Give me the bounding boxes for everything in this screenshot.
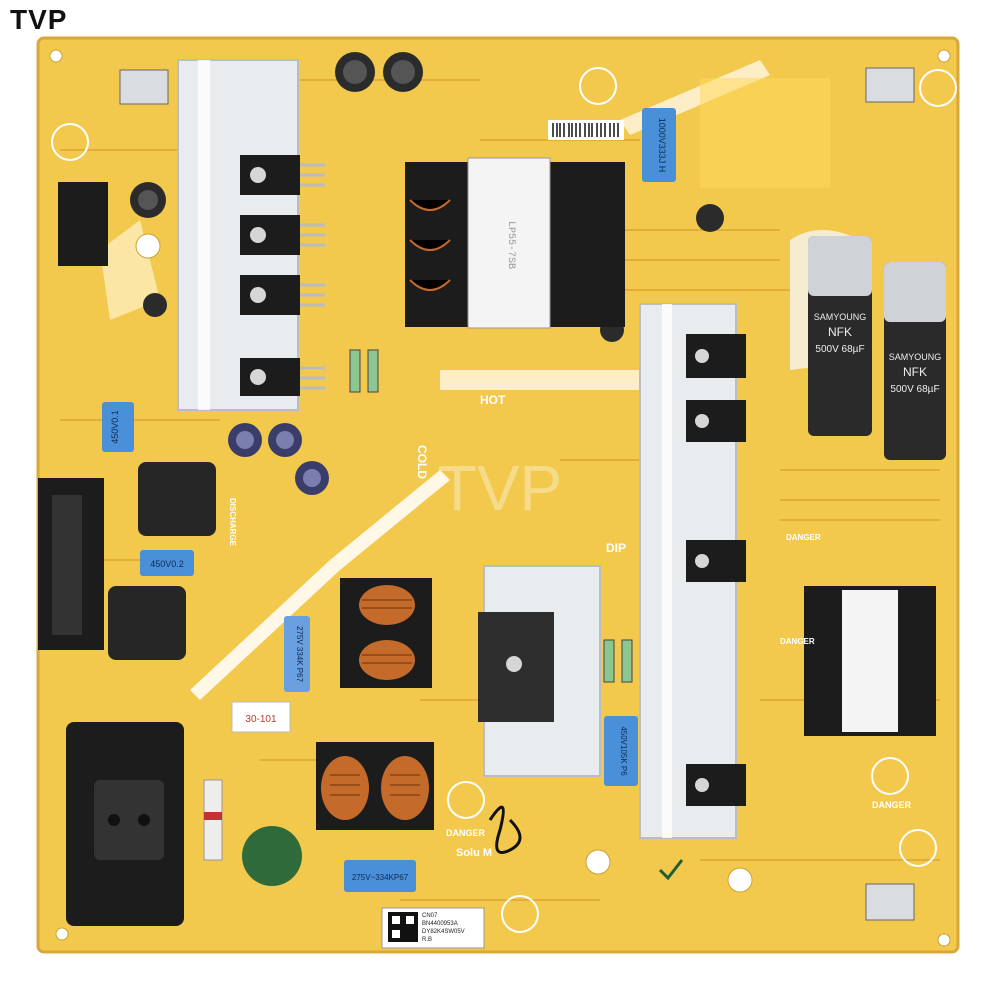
svg-text:275V 334K P67: 275V 334K P67: [295, 626, 304, 683]
left-connector-top: [58, 182, 108, 266]
handwritten-mark: [488, 805, 522, 854]
film-cap-top: [642, 108, 676, 182]
dip-label: DIP: [606, 541, 626, 555]
svg-text:500V 68µF: 500V 68µF: [815, 344, 864, 355]
svg-text:450V0.1: 450V0.1: [110, 410, 120, 444]
common-mode-choke-2: [316, 742, 434, 830]
svg-text:R.B: R.B: [422, 937, 432, 943]
resistors: [349, 349, 633, 683]
svg-text:275V~334KP67: 275V~334KP67: [352, 873, 409, 882]
solum-logo-text: Solu M: [456, 847, 492, 859]
power-inductors: [108, 462, 216, 660]
bulk-capacitor-1: SAMYOUNG NFK 500V 68µF: [790, 230, 872, 436]
svg-text:1000V333J H: 1000V333J H: [657, 118, 667, 173]
corner-watermark: TVP: [10, 4, 68, 35]
svg-text:CN07: CN07: [422, 913, 438, 919]
main-transformer: LP55-7SB: [405, 157, 625, 329]
center-watermark: TVP: [438, 452, 562, 524]
isolation-slot: [190, 560, 340, 700]
bulk-capacitor-2: SAMYOUNG NFK 500V 68µF: [884, 262, 946, 460]
svg-text:450V105K P6: 450V105K P6: [619, 726, 628, 776]
svg-text:30-101: 30-101: [245, 714, 277, 725]
pfc-transformer: [804, 586, 936, 736]
svg-text:DY82K4SW05V: DY82K4SW05V: [422, 929, 465, 935]
danger-label-4: DANGER: [780, 637, 815, 646]
svg-text:LP55-7SB: LP55-7SB: [505, 221, 516, 269]
handwritten-sticker: [231, 701, 291, 733]
svg-text:NFK: NFK: [903, 365, 927, 379]
discharge-label: DISCHARGE: [228, 498, 237, 547]
hand-warning-icon: [51, 67, 957, 933]
transistor-group-left: [240, 155, 325, 396]
svg-text:500V 68µF: 500V 68µF: [890, 384, 939, 395]
cold-label: COLD: [415, 445, 429, 479]
film-cap-mid: [284, 616, 310, 692]
ac-inlet: [66, 722, 184, 926]
corner-connectors: [119, 67, 915, 921]
svg-text:450V0.2: 450V0.2: [150, 559, 184, 569]
common-mode-choke-1: [340, 578, 432, 688]
right-heatsink: [639, 303, 746, 839]
model-sticker: CN07 BN4400953A DY82K4SW05V R.B: [381, 907, 485, 949]
svg-text:SAMYOUNG: SAMYOUNG: [814, 312, 867, 322]
varistor: [242, 826, 302, 886]
danger-label: DANGER: [446, 828, 486, 838]
danger-label-2: DANGER: [872, 800, 912, 810]
film-cap-bottom: [344, 860, 416, 892]
film-cap-left-2: [140, 550, 194, 576]
film-cap-right: [604, 716, 638, 786]
svg-text:SAMYOUNG: SAMYOUNG: [889, 352, 942, 362]
barcode-label: [548, 120, 624, 140]
mounting-holes: [49, 49, 951, 947]
svg-text:NFK: NFK: [828, 325, 852, 339]
danger-label-3: DANGER: [786, 533, 821, 542]
film-cap-left-1: [102, 402, 134, 452]
bridge-rectifier-heatsink: [478, 565, 601, 777]
top-right-pad: [700, 78, 830, 188]
hot-label: HOT: [480, 393, 506, 407]
svg-text:BN4400953A: BN4400953A: [422, 921, 458, 927]
